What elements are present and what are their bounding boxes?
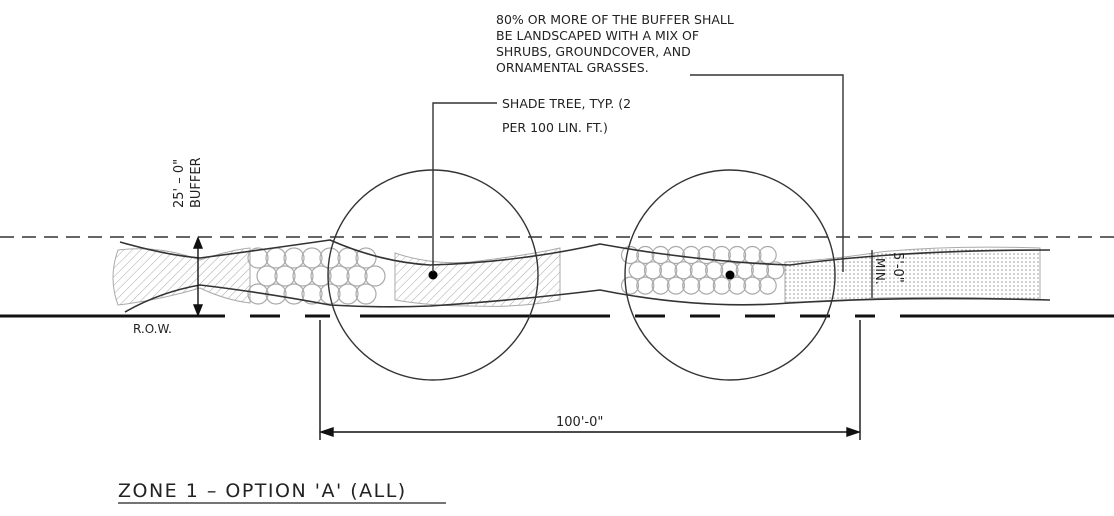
shrub-icon (712, 276, 731, 295)
svg-text:80% OR MORE OF THE BUFFER SHAL: 80% OR MORE OF THE BUFFER SHALL (496, 12, 734, 27)
landscape-note-leader (690, 74, 844, 272)
shade-tree-trunk (725, 270, 735, 280)
landscape-note: 80% OR MORE OF THE BUFFER SHALL BE LANDS… (496, 12, 734, 75)
shrub-icon (364, 265, 386, 287)
shrub-icon (301, 247, 323, 269)
shrub-icon (689, 261, 708, 280)
svg-text:BE LANDSCAPED WITH A MIX OF: BE LANDSCAPED WITH A MIX OF (496, 28, 699, 43)
shrub-icon (666, 276, 686, 295)
shrub-icon (274, 265, 296, 287)
shade-tree-trunk (428, 270, 438, 280)
shrub-icon (319, 283, 341, 305)
shrub-icon (651, 276, 670, 295)
shrub-icon (735, 261, 754, 280)
shade-tree-note: SHADE TREE, TYP. (2 PER 100 LIN. FT.) (502, 96, 631, 135)
shade-tree-leader (432, 102, 497, 272)
shrub-icon (636, 276, 655, 295)
bed-edge-top (119, 239, 1051, 266)
shrub-icon (682, 276, 701, 295)
shrub-icon (346, 265, 368, 287)
shrub-cluster-right (620, 245, 785, 295)
shrub-icon (292, 265, 314, 287)
svg-text:PER 100 LIN. FT.): PER 100 LIN. FT.) (502, 120, 608, 135)
shrub-icon (712, 245, 731, 265)
shrub-icon (659, 261, 678, 280)
groundcover-hatch-left (112, 247, 251, 306)
shrub-icon (620, 245, 640, 265)
svg-text:SHRUBS, GROUNDCOVER, AND: SHRUBS, GROUNDCOVER, AND (496, 44, 691, 59)
svg-text:SHADE TREE, TYP. (2: SHADE TREE, TYP. (2 (502, 96, 631, 111)
buffer-width-label: 25' – 0" (172, 159, 187, 208)
shrub-icon (697, 276, 716, 295)
row-label: R.O.W. (133, 322, 172, 336)
shrub-icon (727, 245, 747, 265)
min-label: MIN. (873, 258, 887, 285)
shrub-icon (727, 276, 747, 295)
shrub-icon (682, 245, 701, 265)
shrub-icon (319, 247, 341, 269)
shrub-icon (283, 283, 305, 305)
shrub-icon (256, 265, 278, 287)
shrub-icon (758, 245, 777, 265)
shrub-icon (697, 245, 716, 265)
shrub-icon (766, 261, 785, 280)
shrub-icon (337, 283, 359, 305)
shrub-icon (743, 245, 762, 265)
shrub-icon (337, 247, 359, 269)
shrub-icon (301, 283, 323, 305)
buffer-label: BUFFER (189, 157, 204, 208)
spacing-label: 100'-0" (556, 415, 603, 430)
shrub-icon (265, 247, 287, 269)
spacing-dimension (318, 320, 862, 440)
shade-tree-canopy (624, 169, 836, 381)
buffer-dimension (192, 236, 204, 317)
shrub-cluster-left (247, 247, 386, 305)
shrub-icon (355, 247, 377, 269)
min-width-label: 5'-0" (890, 252, 905, 283)
shrub-icon (628, 261, 647, 280)
shrub-icon (620, 276, 640, 295)
shrub-icon (743, 276, 762, 295)
shrub-icon (355, 283, 377, 305)
groundcover-stipple-right (784, 246, 1041, 303)
shrub-icon (674, 261, 693, 280)
shrub-icon (283, 247, 305, 269)
diagram-title: ZONE 1 – OPTION 'A' (ALL) (118, 480, 407, 502)
shrub-icon (750, 261, 770, 280)
shrub-icon (758, 276, 777, 295)
shrub-icon (328, 265, 350, 287)
shrub-icon (310, 265, 332, 287)
svg-text:ORNAMENTAL GRASSES.: ORNAMENTAL GRASSES. (496, 60, 649, 75)
shrub-icon (643, 261, 663, 280)
shrub-icon (705, 261, 724, 280)
shrub-icon (247, 247, 269, 269)
shrub-icon (636, 245, 655, 265)
